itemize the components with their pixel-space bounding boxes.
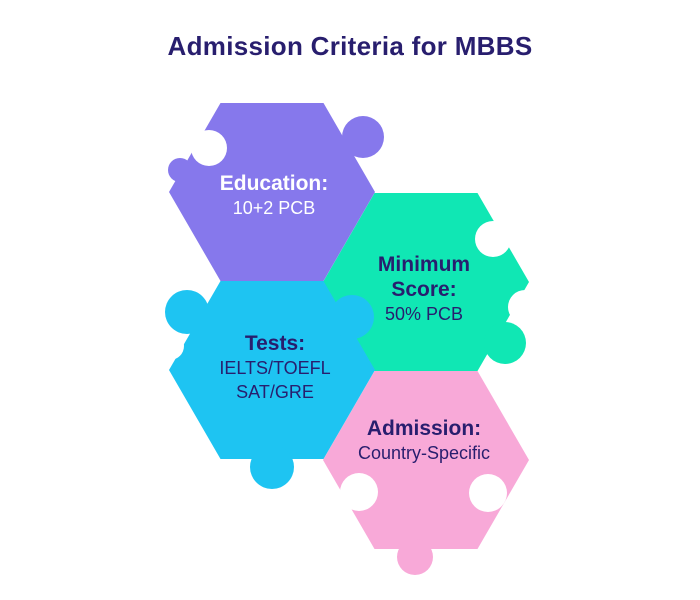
tests-piece — [156, 281, 375, 489]
education-knob — [342, 116, 384, 158]
education-ear — [168, 158, 192, 182]
tests-knob-right — [330, 295, 374, 339]
education-piece — [168, 103, 384, 281]
tests-label: Tests: IELTS/TOEFL SAT/GRE — [219, 331, 330, 404]
admission-detail: Country-Specific — [357, 443, 491, 463]
education-notch — [191, 130, 227, 166]
admission-piece — [323, 371, 529, 575]
page-title: Admission Criteria for MBBS — [167, 31, 533, 61]
minimum-score-notch-right — [508, 290, 542, 324]
admission-notch-left — [340, 473, 378, 511]
minimum-score-knob — [484, 322, 526, 364]
minimum-score-piece — [323, 193, 542, 371]
tests-detail-line2: SAT/GRE — [236, 382, 314, 402]
tests-hexagon — [169, 281, 375, 459]
admission-label: Admission: Country-Specific — [358, 416, 490, 465]
education-detail: 10+2 PCB — [232, 198, 316, 218]
tests-detail-line1: IELTS/TOEFL — [219, 358, 331, 378]
tests-knob-left — [165, 290, 209, 334]
education-heading: Education: — [219, 172, 329, 195]
minimum-score-label: Minimum Score: 50% PCB — [378, 252, 470, 326]
tests-heading: Tests: — [244, 332, 306, 355]
admission-heading: Admission: — [366, 417, 482, 440]
minimum-score-notch-top — [475, 221, 511, 257]
tests-knob-bottom — [250, 445, 294, 489]
tests-notch-left — [156, 332, 184, 360]
minimum-score-heading-line1: Minimum — [377, 253, 471, 276]
minimum-score-heading-line2: Score: — [391, 278, 457, 301]
admission-knob — [397, 539, 433, 575]
admission-notch-right — [469, 474, 507, 512]
minimum-score-detail: 50% PCB — [384, 304, 464, 324]
education-label: Education: 10+2 PCB — [220, 171, 329, 220]
